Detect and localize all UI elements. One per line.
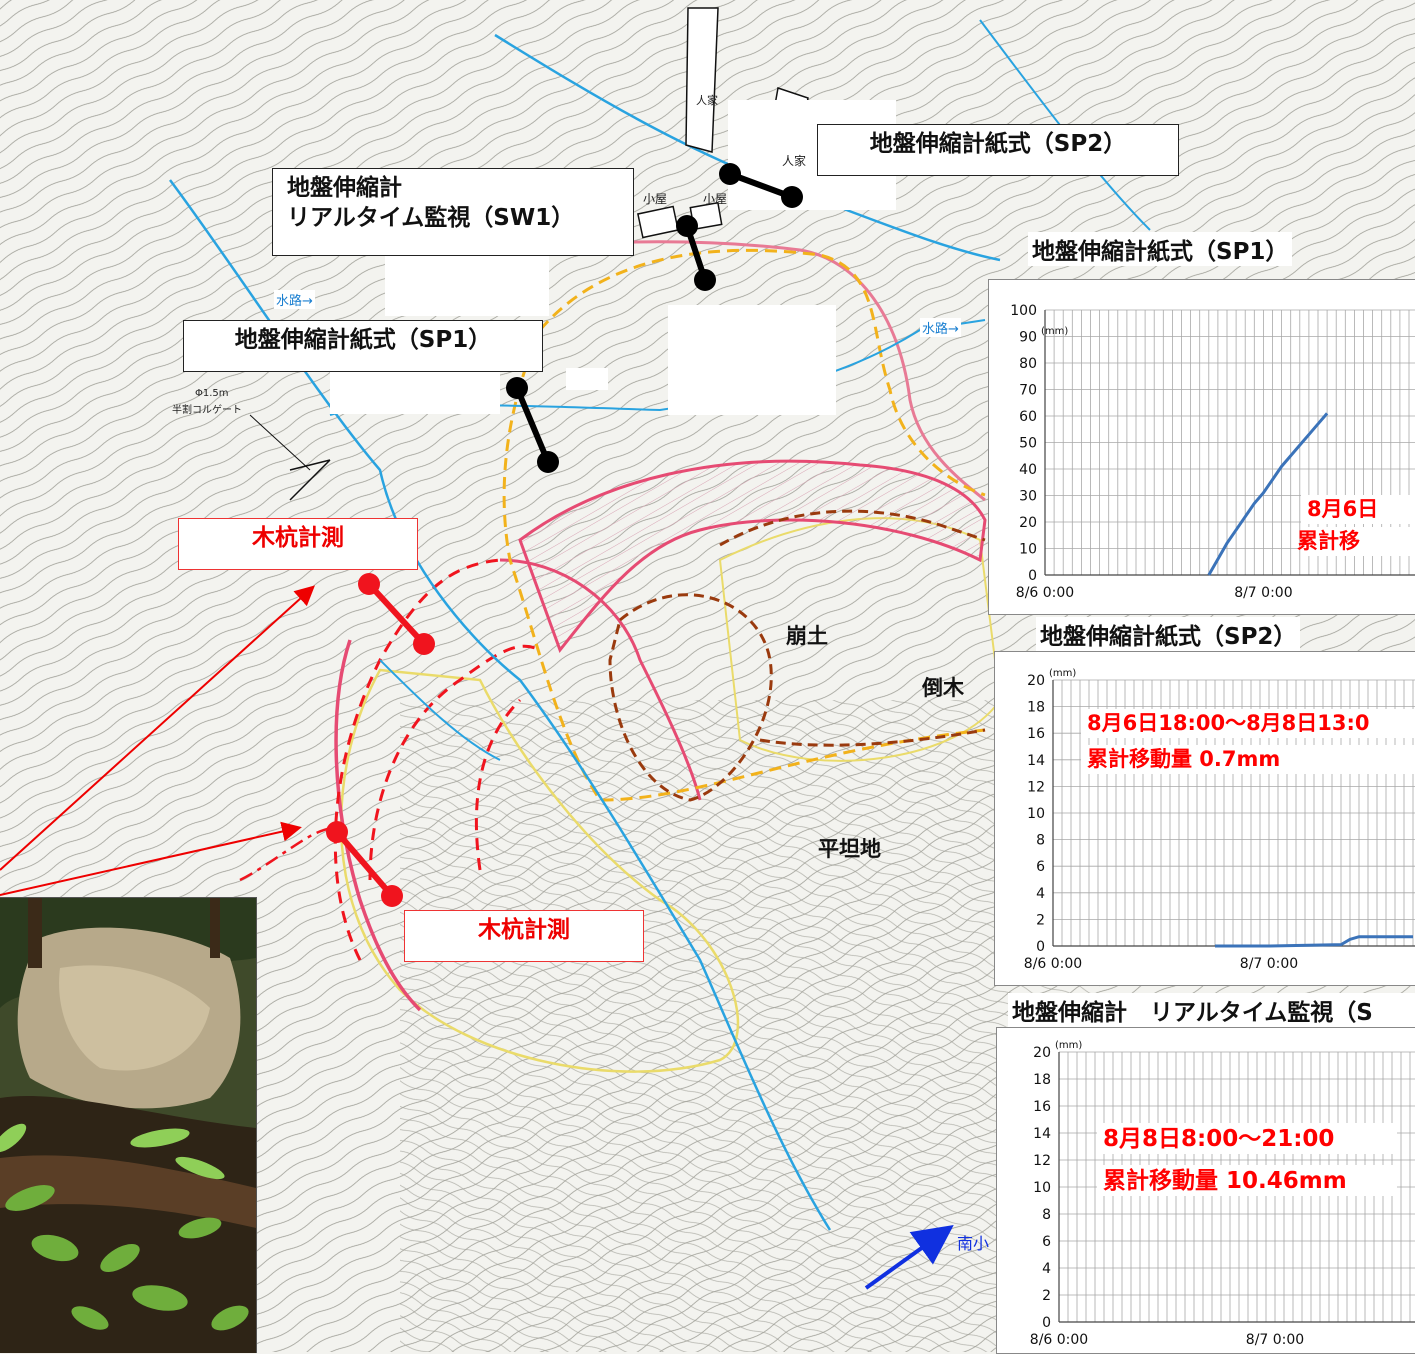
extensometer-sw1-end-a	[676, 215, 698, 237]
culvert-label-1: Φ1.5m	[195, 388, 229, 399]
y-tick-label: 8	[1042, 1207, 1051, 1223]
x-tick-label: 8/6 0:00	[1030, 1332, 1088, 1348]
y-tick-label: 10	[1033, 1180, 1051, 1196]
callout-sp2-top: 地盤伸縮計紙式（SP2）	[817, 124, 1179, 176]
house-outline-1	[686, 8, 718, 152]
extensometer-sw1-end-b	[694, 269, 716, 291]
y-tick-label: 4	[1036, 886, 1045, 902]
y-tick-label: 0	[1042, 1315, 1051, 1331]
house-label-2: 人家	[782, 152, 806, 169]
culvert-label-2: 半割コルゲート	[172, 401, 242, 416]
hut-label-1: 小屋	[643, 190, 667, 207]
y-tick-label: 10	[1019, 542, 1037, 558]
callout-sp1-left: 地盤伸縮計紙式（SP1）	[183, 320, 543, 372]
extensometer-sp1-end-b	[537, 451, 559, 473]
stake-end-2b	[381, 885, 403, 907]
y-tick-label: 8	[1036, 833, 1045, 849]
y-tick-label: 4	[1042, 1261, 1051, 1277]
y-tick-label: 20	[1033, 1045, 1051, 1061]
collapse-soil-label: 崩土	[786, 620, 828, 650]
y-tick-label: 2	[1042, 1288, 1051, 1304]
callout-sw1-line2: リアルタイム監視（SW1）	[287, 203, 619, 233]
y-tick-label: 12	[1033, 1153, 1051, 1169]
annotation-text: 累計移動量 0.7mm	[1087, 747, 1280, 771]
y-tick-label: 100	[1010, 303, 1037, 319]
sp2-chart: 0 2 4 6 8 10 12 14 16 18 20 (mm) 8/6 0:00 8/7 0:00 8月6…	[994, 651, 1415, 986]
white-patch-5	[566, 368, 608, 390]
sw1-chart: 0 2 4 6 8 10 12 14 16 18 20 (mm) 8/6 0:00 8/7 0:00 8月8…	[996, 1027, 1415, 1354]
y-tick-label: 80	[1019, 356, 1037, 372]
y-tick-label: 10	[1027, 806, 1045, 822]
sw1-chart-title: 地盤伸縮計 リアルタイム監視（S	[1008, 993, 1415, 1027]
x-tick-label: 8/7 0:00	[1240, 956, 1298, 972]
extensometer-sp1-end-a	[506, 377, 528, 399]
y-tick-label: 6	[1036, 859, 1045, 875]
white-patch-3	[330, 366, 500, 414]
site-photo	[0, 897, 257, 1353]
y-tick-label: 16	[1033, 1099, 1051, 1115]
y-tick-label: 18	[1033, 1072, 1051, 1088]
waterway-label-2: 水路→	[920, 318, 961, 337]
y-tick-label: 14	[1027, 753, 1045, 769]
stake-end-2a	[326, 821, 348, 843]
sp1-chart: 0 10 20 30 40 50 60 70 80 90 100 (mm) 8/6 0:00 8/7 0:…	[988, 279, 1415, 615]
y-tick-label: 50	[1019, 436, 1037, 452]
x-tick-label: 8/7 0:00	[1246, 1332, 1304, 1348]
unit-label: (mm)	[1049, 668, 1076, 679]
y-tick-label: 0	[1028, 568, 1037, 584]
extensometer-sp2-end-b	[781, 186, 803, 208]
stake-end-1a	[358, 573, 380, 595]
y-tick-label: 14	[1033, 1126, 1051, 1142]
house-label-1: 人家	[696, 92, 718, 108]
y-tick-label: 16	[1027, 726, 1045, 742]
y-tick-label: 40	[1019, 462, 1037, 478]
flat-ground-label: 平坦地	[818, 833, 881, 863]
y-tick-label: 12	[1027, 779, 1045, 795]
y-tick-label: 2	[1036, 912, 1045, 928]
y-tick-label: 60	[1019, 409, 1037, 425]
y-tick-label: 20	[1019, 515, 1037, 531]
white-patch-4	[668, 305, 836, 415]
y-tick-label: 90	[1019, 330, 1037, 346]
hut-label-2: 小屋	[703, 190, 727, 207]
y-tick-label: 70	[1019, 383, 1037, 399]
annotation-text: 累計移	[1297, 529, 1360, 553]
white-patch-2	[385, 256, 549, 316]
callout-stake-2: 木杭計測	[404, 910, 644, 962]
y-tick-label: 20	[1027, 673, 1045, 689]
sp2-chart-title: 地盤伸縮計紙式（SP2）	[1036, 617, 1300, 651]
river-label: 南小	[955, 1230, 991, 1254]
annotation-text: 8月6日18:00〜8月8日13:0	[1087, 711, 1370, 735]
x-tick-label: 8/6 0:00	[1024, 956, 1082, 972]
y-tick-label: 18	[1027, 700, 1045, 716]
annotation-text: 8月6日	[1307, 497, 1378, 521]
x-tick-label: 8/7 0:00	[1234, 585, 1292, 601]
fallen-trees-label: 倒木	[922, 672, 964, 702]
extensometer-sp2-end-a	[719, 163, 741, 185]
y-tick-label: 6	[1042, 1234, 1051, 1250]
annotation-text: 累計移動量 10.46mm	[1103, 1167, 1347, 1194]
x-tick-label: 8/6 0:00	[1016, 585, 1074, 601]
annotation-text: 8月8日8:00〜21:00	[1103, 1126, 1334, 1152]
sp1-chart-title: 地盤伸縮計紙式（SP1）	[1028, 232, 1292, 266]
callout-stake-1: 木杭計測	[178, 518, 418, 570]
stake-end-1b	[413, 633, 435, 655]
waterway-label-1: 水路→	[274, 290, 315, 309]
unit-label: (mm)	[1041, 326, 1068, 337]
y-tick-label: 0	[1036, 939, 1045, 955]
y-tick-label: 30	[1019, 489, 1037, 505]
callout-sw1: 地盤伸縮計 リアルタイム監視（SW1）	[272, 168, 634, 256]
callout-sw1-line1: 地盤伸縮計	[287, 173, 619, 203]
unit-label: (mm)	[1055, 1040, 1082, 1051]
